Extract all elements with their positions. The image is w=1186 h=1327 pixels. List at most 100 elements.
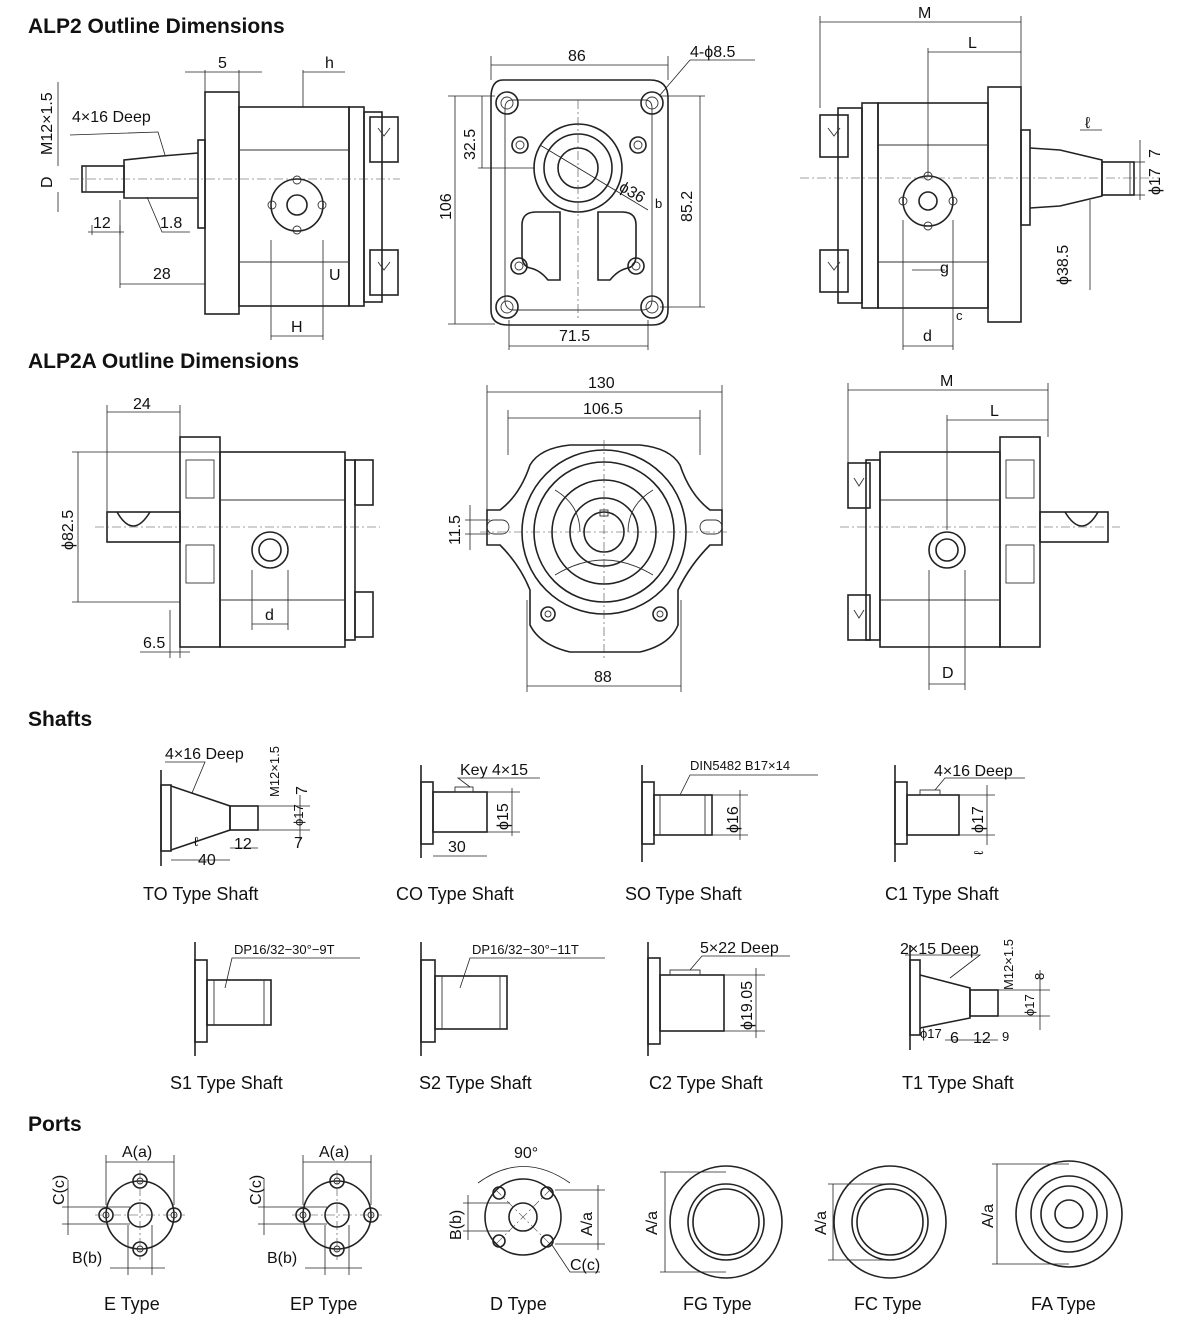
alp2-side-flange	[204, 91, 240, 315]
alp2a-front-outline	[486, 444, 723, 653]
alp2a-side-dia: ϕ82.5	[60, 510, 77, 550]
alp2a-side-port	[251, 531, 289, 569]
shaft-to-dim-12: 12	[234, 836, 252, 853]
alp2-rear-shaft-thread	[1101, 161, 1135, 196]
shaft-to-thread: M12×1.5	[267, 746, 282, 797]
shaft-s2: DP16/32−30°−11T S2 Type Shaft	[419, 942, 605, 1093]
alp2a-side-view: 24 ϕ82.5 d 6.5	[60, 396, 380, 658]
alp2a-rear-view: M L D	[840, 373, 1120, 690]
shaft-c1-dia: ϕ17	[970, 806, 987, 833]
alp2-side-shaft-taper	[123, 152, 199, 199]
alp2a-rear-port	[928, 531, 966, 569]
shaft-to-dia: ϕ17	[291, 804, 306, 826]
shaft-t1: 2×15 Deep M12×1.5 8 ϕ17 ϕ17 6 12 9 T1 Ty…	[900, 939, 1050, 1093]
shaft-c2: 5×22 Deep ϕ19.05 C2 Type Shaft	[647, 940, 790, 1093]
alp2a-front-dim-88: 88	[594, 669, 612, 686]
alp2-side-bolt-bottom	[369, 249, 399, 296]
alp2-front-bore-label: ϕ36	[616, 179, 648, 207]
shaft-s1-caption: S1 Type Shaft	[170, 1073, 283, 1093]
alp2-rear-flange	[987, 86, 1022, 323]
alp2-front-b-label: b	[655, 196, 662, 211]
port-e-label-c: C(c)	[51, 1175, 68, 1205]
shaft-so-spline: DIN5482 B17×14	[690, 758, 790, 773]
shaft-to-dim-40: 40	[198, 852, 216, 869]
alp2-rear-port-flange	[902, 175, 954, 227]
alp2-front-dim-85-2: 85.2	[679, 191, 696, 222]
port-fc: A/a FC Type	[813, 1165, 947, 1314]
shaft-c1-caption: C1 Type Shaft	[885, 884, 999, 904]
alp2a-side-bolt-bottom	[354, 591, 374, 638]
alp2-rear-dim-small: ℓ	[1085, 115, 1090, 132]
shaft-co: Key 4×15 ϕ15 30 CO Type Shaft	[396, 762, 540, 904]
alp2-rear-dim-c: c	[956, 308, 963, 323]
alp2-front-dim-86: 86	[568, 48, 586, 65]
alp2a-rear-dim-m: M	[940, 373, 953, 390]
shaft-t1-dia: ϕ17	[1022, 994, 1037, 1016]
alp2a-side-dim-24: 24	[133, 396, 151, 413]
port-d: 90° B(b) A/a C(c) D Type	[448, 1145, 605, 1314]
alp2-rear-dim-l: L	[968, 35, 977, 52]
shaft-to: 4×16 Deep M12×1.5 7 ϕ17 7 40 12 ℓ TO Typ…	[143, 746, 311, 904]
alp2a-side-dim-d: d	[265, 607, 274, 624]
shaft-c1-deep: 4×16 Deep	[934, 763, 1013, 780]
port-e-label-b: B(b)	[72, 1250, 102, 1267]
alp2a-side-dim-6-5: 6.5	[143, 635, 165, 652]
port-d-label-a: A/a	[579, 1212, 596, 1236]
alp2-rear-dim-g: g	[940, 260, 949, 277]
alp2a-section-title: ALP2A Outline Dimensions	[28, 350, 300, 373]
alp2-side-view: 5 h M12×1.5 4×16 Deep D 12 1.8 28 U H	[39, 55, 400, 340]
alp2-side-dim-u: U	[329, 267, 341, 284]
alp2-front-view: 86 4-ϕ8.5 32.5 106 85.2 ϕ36 b 71.5	[438, 44, 755, 350]
port-e-label-a: A(a)	[122, 1144, 152, 1161]
alp2-side-thread-label: M12×1.5	[39, 92, 56, 155]
alp2-rear-bolt-top	[819, 114, 849, 158]
alp2a-side-body	[219, 451, 346, 648]
shaft-t1-small-dia: ϕ17	[920, 1026, 942, 1041]
port-fc-label-a: A/a	[813, 1211, 830, 1235]
shaft-c1-small: ℓ	[971, 850, 986, 855]
alp2-front-dim-32-5: 32.5	[462, 129, 479, 160]
port-e: A(a) C(c) B(b) E Type	[51, 1144, 185, 1314]
alp2-rear-dim-d: d	[923, 328, 932, 345]
port-ep-label-b: B(b)	[267, 1250, 297, 1267]
alp2a-rear-dim-d: D	[942, 665, 954, 682]
alp2a-rear-body	[879, 451, 1001, 648]
alp2-rear-dim-m: M	[918, 5, 931, 22]
alp2-rear-pilot-dia: ϕ38.5	[1055, 245, 1072, 285]
alp2-side-dim-28: 28	[153, 266, 171, 283]
alp2-front-dim-106: 106	[438, 193, 455, 220]
shaft-t1-thread: M12×1.5	[1001, 939, 1016, 990]
alp2-front-holes-label: 4-ϕ8.5	[690, 44, 736, 61]
shaft-so-dia: ϕ16	[725, 806, 742, 833]
port-fa-label-a: A/a	[980, 1204, 997, 1228]
shaft-co-dim-30: 30	[448, 839, 466, 856]
shaft-co-caption: CO Type Shaft	[396, 884, 514, 904]
alp2-rear-shaft-dia: ϕ17	[1147, 168, 1164, 195]
shaft-s1-spline: DP16/32−30°−9T	[234, 942, 335, 957]
port-fg: A/a FG Type	[644, 1165, 783, 1314]
port-d-label-c: C(c)	[570, 1257, 600, 1274]
shaft-c1: 4×16 Deep ϕ17 ℓ C1 Type Shaft	[885, 763, 1025, 904]
shaft-to-caption: TO Type Shaft	[143, 884, 258, 904]
shaft-s2-spline: DP16/32−30°−11T	[472, 942, 579, 957]
alp2-rear-dim-7: 7	[1147, 149, 1164, 158]
port-ep-label-a: A(a)	[319, 1144, 349, 1161]
shaft-to-dim-7a: 7	[294, 786, 311, 795]
shaft-to-deep: 4×16 Deep	[165, 746, 244, 763]
alp2-front-dim-71-5: 71.5	[559, 328, 590, 345]
port-e-caption: E Type	[104, 1294, 160, 1314]
alp2-rear-bolt-bottom	[819, 249, 849, 293]
shaft-t1-dim-9: 9	[1002, 1029, 1009, 1044]
shaft-to-dim-7b: 7	[294, 835, 303, 852]
alp2-side-dim-hh: H	[291, 319, 303, 336]
port-d-label-b: B(b)	[448, 1210, 465, 1240]
port-ep-caption: EP Type	[290, 1294, 357, 1314]
shaft-to-small: ℓ	[194, 834, 199, 849]
shaft-so: DIN5482 B17×14 ϕ16 SO Type Shaft	[625, 758, 818, 904]
port-fc-caption: FC Type	[854, 1294, 922, 1314]
shaft-c2-deep: 5×22 Deep	[700, 940, 779, 957]
port-fg-label-a: A/a	[644, 1211, 661, 1235]
alp2-section-title: ALP2 Outline Dimensions	[28, 15, 285, 38]
alp2-rear-body	[877, 102, 989, 309]
shaft-s1: DP16/32−30°−9T S1 Type Shaft	[170, 942, 360, 1093]
